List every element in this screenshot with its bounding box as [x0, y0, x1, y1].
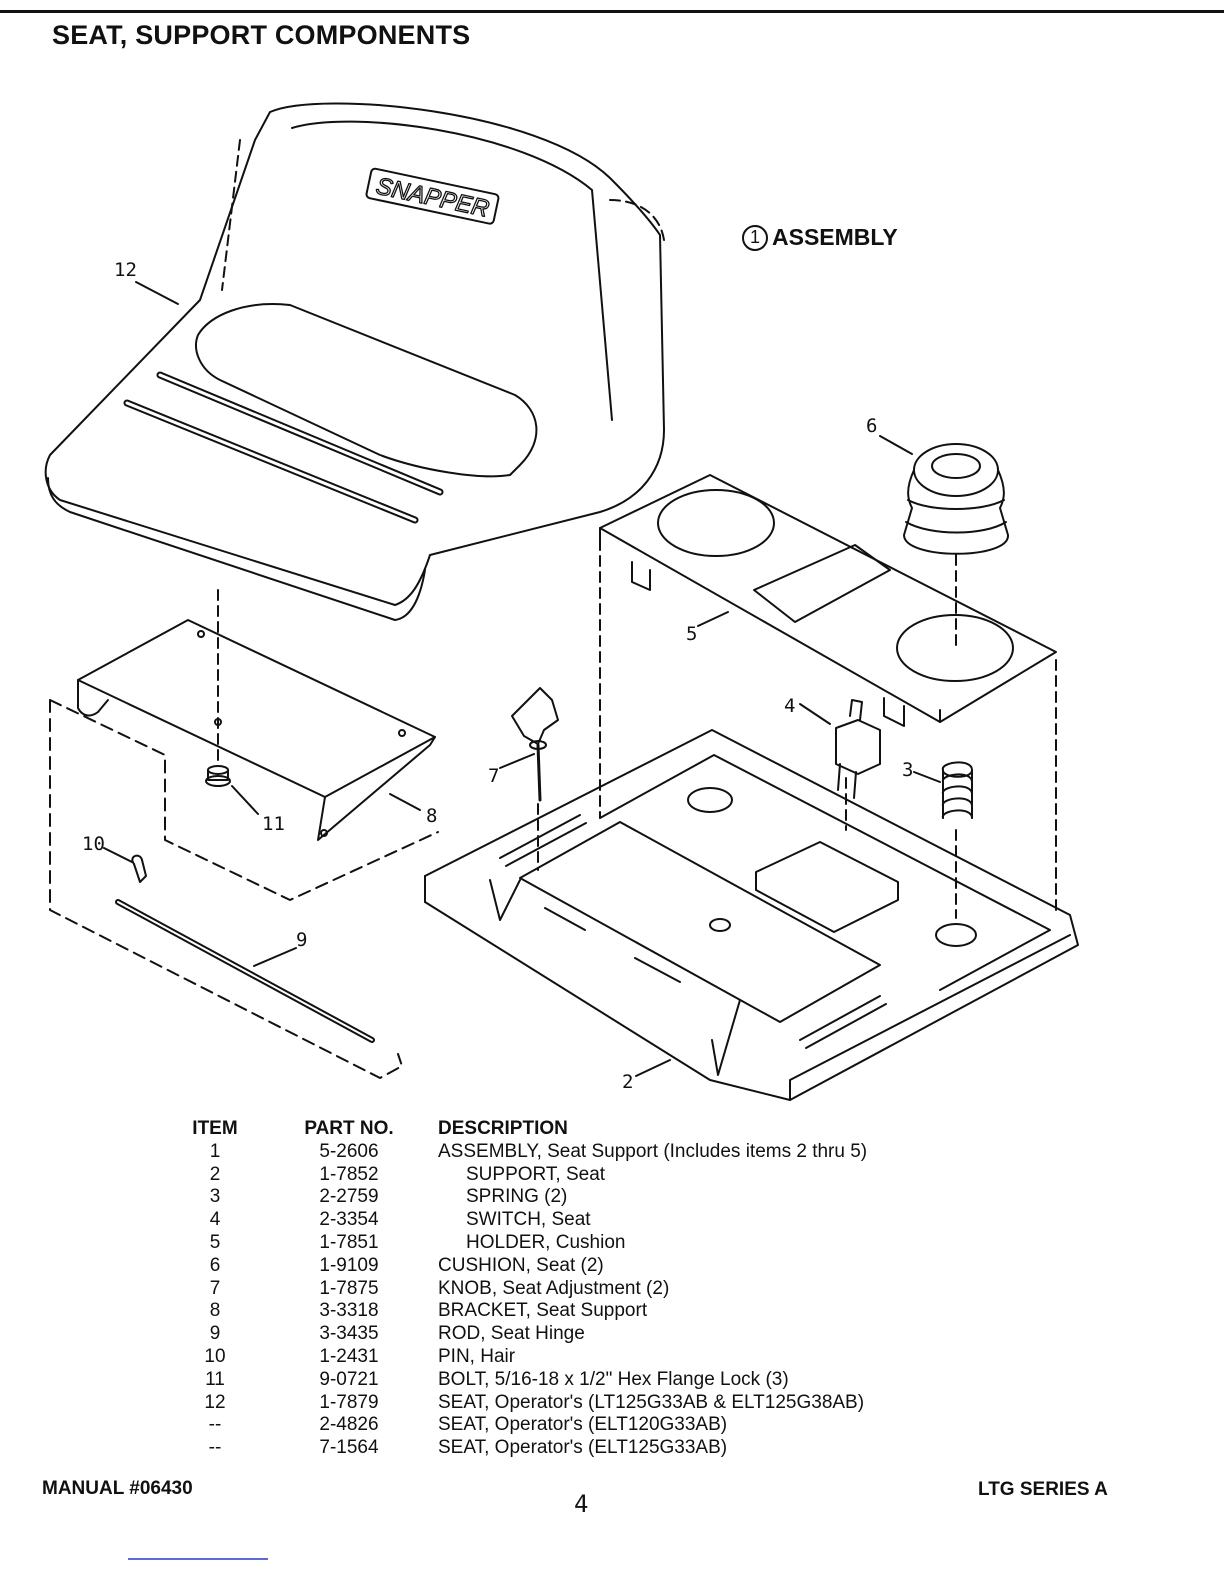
- table-row: 10 1-2431 PIN, Hair: [170, 1346, 986, 1369]
- item-cell: 4: [209, 1209, 221, 1231]
- description-cell: BOLT, 5/16-18 x 1/2" Hex Flange Lock (3): [438, 1368, 789, 1390]
- top-rule: [0, 10, 1224, 13]
- item-cell: 9: [209, 1323, 221, 1345]
- table-row: 4 2-3354 SWITCH, Seat: [170, 1209, 986, 1232]
- item-cell: 2: [209, 1163, 221, 1185]
- item-cell: 7: [209, 1277, 221, 1299]
- item-cell: --: [208, 1437, 222, 1459]
- hairpin-drawing: [131, 854, 147, 883]
- item-cell: 8: [209, 1300, 221, 1322]
- description-cell: SUPPORT, Seat: [466, 1163, 606, 1185]
- part-cell: 3-3435: [319, 1323, 379, 1345]
- description-cell: BRACKET, Seat Support: [438, 1300, 648, 1322]
- table-row: 9 3-3435 ROD, Seat Hinge: [170, 1323, 986, 1346]
- part-cell: 1-7851: [319, 1231, 379, 1253]
- scan-artifact-line: [128, 1558, 268, 1560]
- table-row: 1 5-2606 ASSEMBLY, Seat Support (Includes …: [170, 1141, 986, 1164]
- part-cell: 9-0721: [319, 1368, 379, 1390]
- spring-drawing: [942, 761, 973, 919]
- table-row: -- 2-4826 SEAT, Operator's (ELT120G33AB): [170, 1414, 986, 1437]
- parts-header-row: ITEM PART NO. DESCRIPTION: [170, 1118, 986, 1141]
- callout-numbers: 12 6 5 4 7 3 11 8 10 9 2: [82, 259, 913, 1093]
- callout-5: 5: [686, 623, 697, 645]
- assembly-text: ASSEMBLY: [772, 224, 898, 250]
- bolt-drawing: [205, 765, 231, 787]
- part-cell: 1-9109: [319, 1254, 379, 1276]
- part-cell: 2-4826: [319, 1414, 379, 1436]
- callout-9: 9: [296, 929, 307, 951]
- page-title: SEAT, SUPPORT COMPONENTS: [52, 20, 471, 50]
- item-cell: 3: [209, 1186, 221, 1208]
- callout-6: 6: [866, 415, 877, 437]
- part-cell: 7-1564: [319, 1437, 379, 1459]
- seat-drawing: [44, 102, 665, 621]
- parts-list: ITEM PART NO. DESCRIPTION 1 5-2606 ASSEMBL…: [170, 1118, 986, 1460]
- exploded-parts-diagram: SNAPPER: [44, 102, 1079, 1101]
- description-cell: HOLDER, Cushion: [466, 1231, 626, 1253]
- callout-2: 2: [622, 1071, 633, 1093]
- callout-4: 4: [784, 695, 795, 717]
- part-cell: 3-3318: [319, 1300, 379, 1322]
- callout-12: 12: [114, 259, 137, 281]
- item-cell: 12: [204, 1391, 226, 1413]
- assembly-label: 1 ASSEMBLY: [742, 224, 898, 251]
- table-row: 7 1-7875 KNOB, Seat Adjustment (2): [170, 1278, 986, 1301]
- item-cell: --: [208, 1414, 222, 1436]
- description-cell: PIN, Hair: [438, 1345, 516, 1367]
- parts-table: ITEM PART NO. DESCRIPTION 1 5-2606 ASSEMBL…: [170, 1118, 986, 1460]
- description-cell: ROD, Seat Hinge: [438, 1323, 585, 1345]
- description-cell: SEAT, Operator's (LT125G33AB & ELT125G38…: [438, 1391, 865, 1413]
- item-cell: 5: [209, 1231, 221, 1253]
- description-cell: SWITCH, Seat: [466, 1209, 591, 1231]
- item-cell: 6: [209, 1254, 221, 1276]
- manual-number: MANUAL #06430: [42, 1478, 193, 1499]
- part-cell: 1-7879: [319, 1391, 379, 1413]
- part-cell: 1-2431: [319, 1345, 379, 1367]
- callout-7: 7: [488, 765, 499, 787]
- table-row: 3 2-2759 SPRING (2): [170, 1186, 986, 1209]
- series-label: LTG SERIES A: [978, 1479, 1108, 1500]
- description-cell: SEAT, Operator's (ELT120G33AB): [438, 1414, 728, 1436]
- cushion-drawing: [903, 443, 1010, 651]
- item-cell: 10: [204, 1345, 226, 1367]
- item-cell: 11: [205, 1368, 225, 1390]
- table-row: 8 3-3318 BRACKET, Seat Support: [170, 1300, 986, 1323]
- description-cell: SEAT, Operator's (ELT125G33AB): [438, 1437, 728, 1459]
- part-cell: 1-7852: [319, 1163, 379, 1185]
- description-cell: ASSEMBLY, Seat Support (Includes items 2…: [438, 1140, 868, 1162]
- item-cell: 1: [209, 1140, 221, 1162]
- callout-8: 8: [426, 805, 437, 827]
- snapper-logo: SNAPPER: [365, 167, 500, 225]
- part-cell: 2-3354: [319, 1209, 379, 1231]
- part-cell: 2-2759: [319, 1186, 379, 1208]
- part-cell: 5-2606: [319, 1140, 379, 1162]
- table-row: 2 1-7852 SUPPORT, Seat: [170, 1164, 986, 1187]
- callout-11: 11: [262, 813, 285, 835]
- hinge-outline-dashed: [49, 699, 439, 901]
- header-description: DESCRIPTION: [438, 1118, 568, 1139]
- table-row: 11 9-0721 BOLT, 5/16-18 x 1/2" Hex Flange …: [170, 1369, 986, 1392]
- switch-drawing: [835, 699, 881, 831]
- part-cell: 1-7875: [319, 1277, 379, 1299]
- rod-drawing: [115, 899, 375, 1043]
- header-part-no: PART NO.: [304, 1118, 394, 1139]
- table-row: 5 1-7851 HOLDER, Cushion: [170, 1232, 986, 1255]
- description-cell: KNOB, Seat Adjustment (2): [438, 1277, 670, 1299]
- assembly-number: 1: [742, 224, 768, 251]
- page-number: 4: [574, 1490, 589, 1518]
- table-row: 12 1-7879 SEAT, Operator's (LT125G33AB & E…: [170, 1392, 986, 1415]
- description-cell: CUSHION, Seat (2): [438, 1254, 604, 1276]
- seat-support-drawing: [424, 729, 1079, 1101]
- callout-3: 3: [902, 759, 913, 781]
- table-row: -- 7-1564 SEAT, Operator's (ELT125G33AB): [170, 1437, 986, 1460]
- table-row: 6 1-9109 CUSHION, Seat (2): [170, 1255, 986, 1278]
- cushion-holder-drawing: [599, 474, 1057, 727]
- callout-10: 10: [82, 833, 105, 855]
- description-cell: SPRING (2): [466, 1186, 568, 1208]
- bracket-drawing: [77, 589, 436, 841]
- header-item: ITEM: [192, 1118, 238, 1139]
